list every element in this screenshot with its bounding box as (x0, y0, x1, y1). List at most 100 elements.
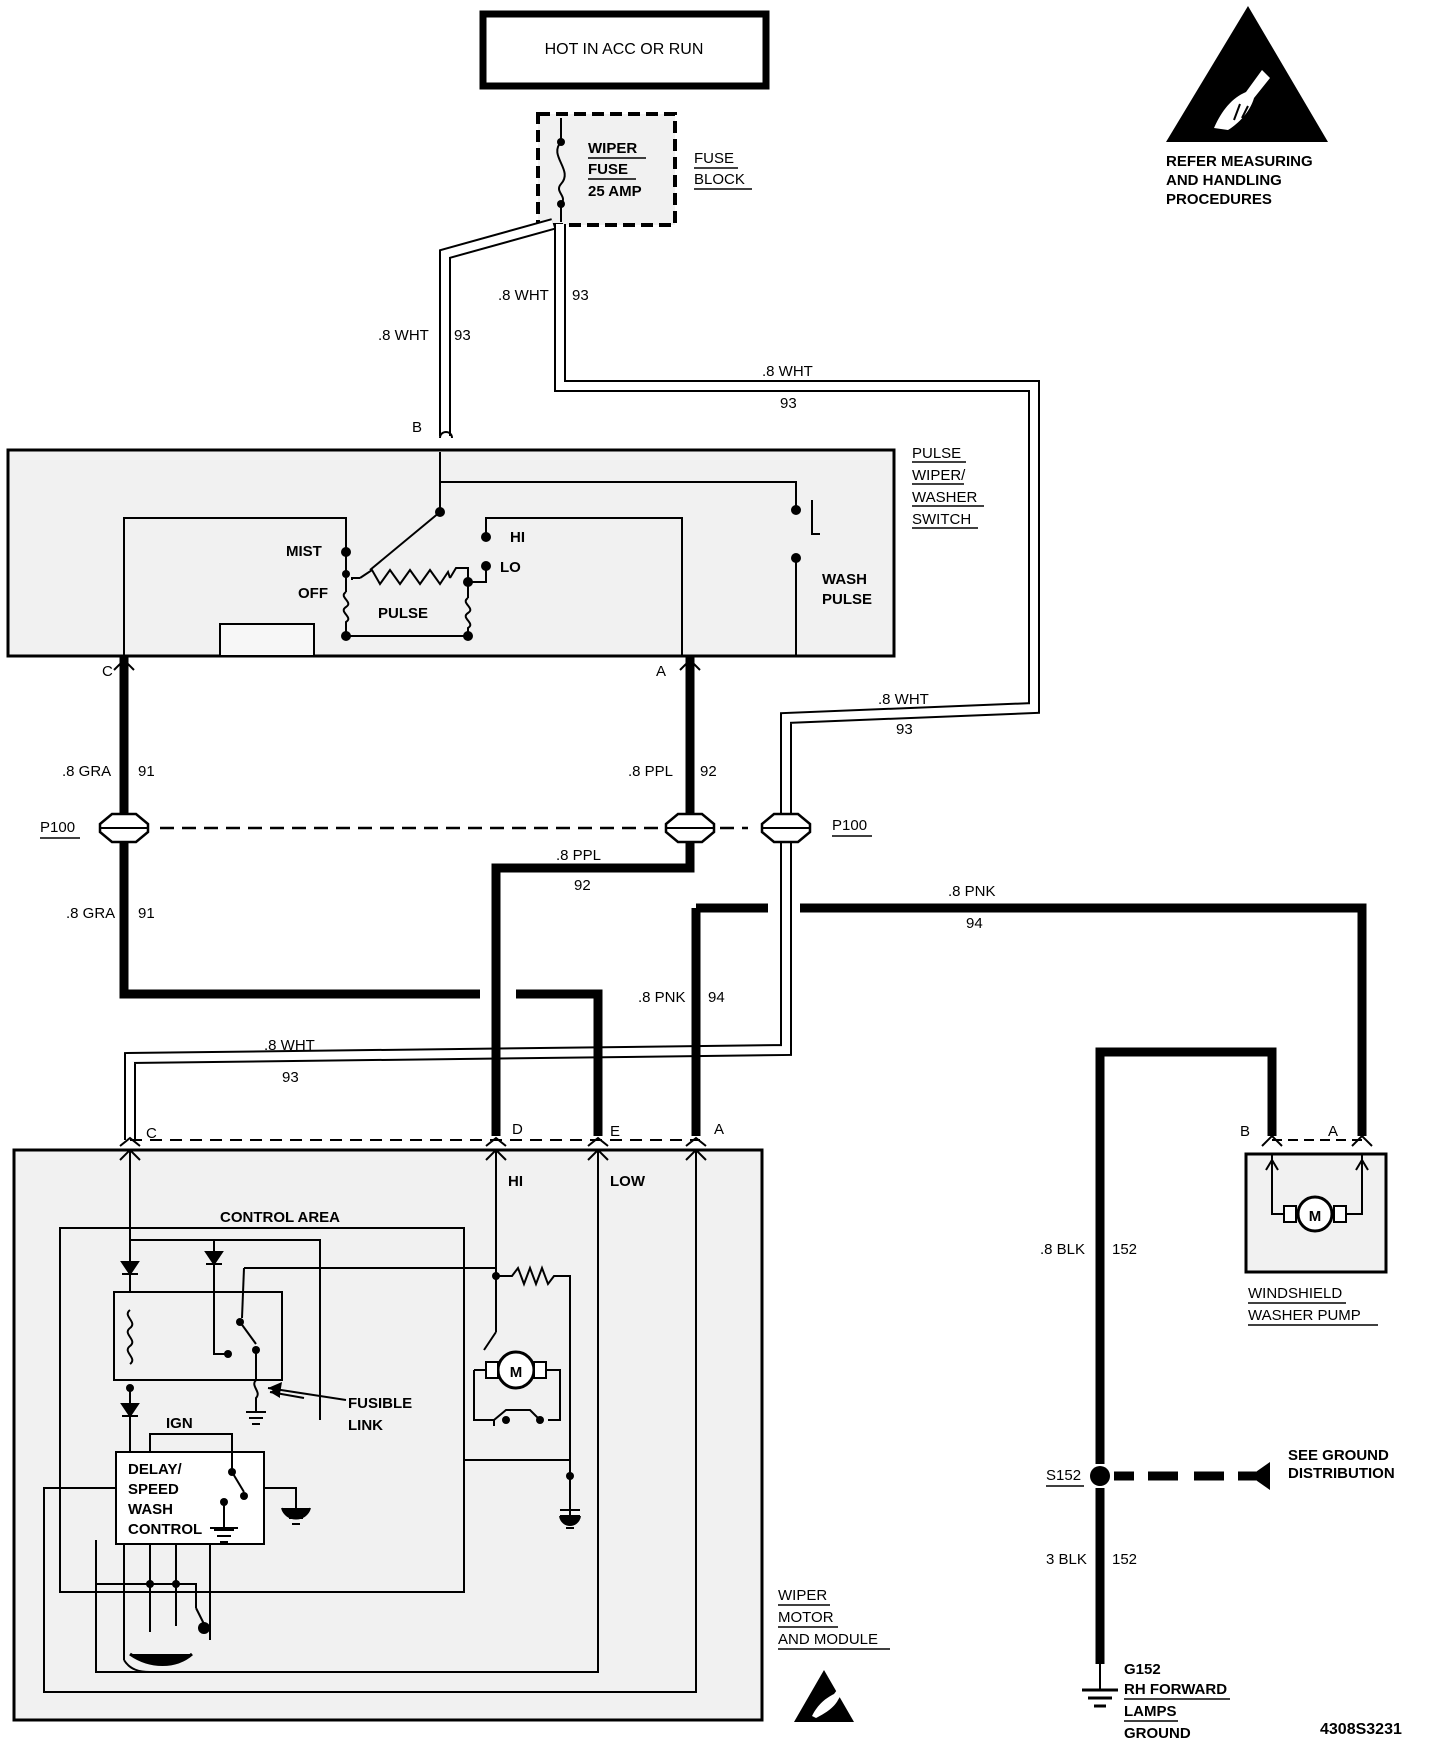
gra-size-bottom: .8 GRA (66, 905, 115, 922)
module-pin-d: D (512, 1121, 523, 1138)
ground-line3: GROUND (1124, 1725, 1191, 1742)
switch-name-line4: SWITCH (912, 511, 971, 528)
switch-wash-line2: PULSE (822, 591, 872, 608)
ppl-circuit-top: 92 (700, 763, 717, 780)
switch-name-line3: WASHER (912, 489, 977, 506)
delay-control-line3: WASH (128, 1501, 173, 1518)
p100-connector (98, 812, 812, 844)
wiper-motor-module: M (12, 1136, 764, 1722)
switch-pos-off: OFF (298, 585, 328, 602)
windshield-washer-pump: M (1244, 1134, 1388, 1274)
pnk-size-vert: .8 PNK (638, 989, 686, 1006)
washer-pump-motor-symbol: M (1309, 1208, 1322, 1225)
see-ground-line2: DISTRIBUTION (1288, 1465, 1395, 1482)
fuse-label-line2: FUSE (588, 161, 628, 178)
blk-size-top: .8 BLK (1040, 1241, 1085, 1258)
switch-wash-line1: WASH (822, 571, 867, 588)
pulse-wiper-washer-switch (6, 431, 896, 658)
delay-control-line1: DELAY/ (128, 1461, 182, 1478)
see-ground-line1: SEE GROUND (1288, 1447, 1389, 1464)
ground-symbol-icon (1082, 1664, 1118, 1708)
fuse-label-line3: 25 AMP (588, 183, 642, 200)
switch-pin-a: A (656, 663, 666, 680)
pnk-circuit-top: 94 (966, 915, 983, 932)
fusible-link-line1: FUSIBLE (348, 1395, 412, 1412)
wht-circuit-label-3: 93 (780, 395, 797, 412)
ground-line2: LAMPS (1124, 1703, 1177, 1720)
switch-pin-b: B (412, 419, 422, 436)
pnk-size-top: .8 PNK (948, 883, 996, 900)
wht-circuit-label-2: 93 (572, 287, 589, 304)
wht-size-label-2: .8 WHT (498, 287, 549, 304)
switch-pos-pulse: PULSE (378, 605, 428, 622)
gra-circuit-bottom: 91 (138, 905, 155, 922)
fuse-block-label-line2: BLOCK (694, 171, 745, 188)
esd-notice-line2: AND HANDLING (1166, 172, 1282, 189)
module-name-line2: MOTOR (778, 1609, 834, 1626)
ground-id: G152 (1124, 1661, 1161, 1678)
wiper-motor-symbol: M (510, 1364, 523, 1381)
wht-size-label-1: .8 WHT (378, 327, 429, 344)
pnk-circuit-vert: 94 (708, 989, 725, 1006)
gra-size-top: .8 GRA (62, 763, 111, 780)
p100-label-left: P100 (40, 819, 75, 836)
switch-pin-c: C (102, 663, 113, 680)
ppl-size-bottom: .8 PPL (556, 847, 601, 864)
fuse-block-label-line1: FUSE (694, 150, 734, 167)
switch-pos-mist: MIST (286, 543, 322, 560)
blk-size-bottom: 3 BLK (1046, 1551, 1087, 1568)
switch-pos-hi: HI (510, 529, 525, 546)
blk-circuit-bottom: 152 (1112, 1551, 1137, 1568)
washer-pump-motor-icon (1296, 1195, 1334, 1233)
wht-circuit-label-4: 93 (896, 721, 913, 738)
esd-notice-line3: PROCEDURES (1166, 191, 1272, 208)
switch-pos-lo: LO (500, 559, 521, 576)
gra-circuit-top: 91 (138, 763, 155, 780)
delay-control-line2: SPEED (128, 1481, 179, 1498)
blk-circuit-top: 152 (1112, 1241, 1137, 1258)
module-name-line1: WIPER (778, 1587, 827, 1604)
blk-wire-152 (1090, 1047, 1277, 1664)
ground-line1: RH FORWARD (1124, 1681, 1227, 1698)
splice-label: S152 (1046, 1467, 1081, 1484)
pump-pin-a: A (1328, 1123, 1338, 1140)
gra-wire-91 (113, 656, 480, 999)
resistor-icon (359, 568, 451, 586)
pump-name-line2: WASHER PUMP (1248, 1307, 1361, 1324)
figure-id: 4308S3231 (1320, 1721, 1402, 1738)
ign-label: IGN (166, 1415, 193, 1432)
p100-label-right: P100 (832, 817, 867, 834)
wht-size-label-4: .8 WHT (878, 691, 929, 708)
pump-name-line1: WINDSHIELD (1248, 1285, 1342, 1302)
ppl-wire-92 (491, 656, 701, 1136)
switch-name-line2: WIPER/ (912, 467, 966, 484)
delay-control-line4: CONTROL (128, 1521, 202, 1538)
power-source-box: HOT IN ACC OR RUN (479, 10, 770, 90)
esd-warning-small-icon (794, 1670, 854, 1722)
module-pin-c: C (146, 1125, 157, 1142)
esd-notice-line1: REFER MEASURING (1166, 153, 1313, 170)
fuse-icon (556, 141, 566, 205)
module-pin-a: A (714, 1121, 724, 1138)
wht-circuit-label-1: 93 (454, 327, 471, 344)
control-area-label: CONTROL AREA (220, 1209, 340, 1226)
module-pin-e: E (610, 1123, 620, 1140)
wht-circuit-label-5: 93 (282, 1069, 299, 1086)
wht-wire-93 (124, 218, 1040, 1140)
ppl-circuit-bottom: 92 (574, 877, 591, 894)
fuse-block: WIPER FUSE 25 AMP (536, 112, 677, 227)
switch-name-line1: PULSE (912, 445, 961, 462)
low-wire (516, 989, 603, 1136)
fusible-link-line2: LINK (348, 1417, 383, 1434)
module-hi-label: HI (508, 1173, 523, 1190)
module-low-label: LOW (610, 1173, 646, 1190)
pnk-wire-94 (691, 903, 1367, 1136)
pump-pin-b: B (1240, 1123, 1250, 1140)
wht-size-label-5: .8 WHT (264, 1037, 315, 1054)
power-source-label: HOT IN ACC OR RUN (545, 41, 704, 58)
module-name-line3: AND MODULE (778, 1631, 878, 1648)
fuse-label-line1: WIPER (588, 140, 637, 157)
esd-warning-icon (1166, 6, 1328, 142)
ppl-size-top: .8 PPL (628, 763, 673, 780)
